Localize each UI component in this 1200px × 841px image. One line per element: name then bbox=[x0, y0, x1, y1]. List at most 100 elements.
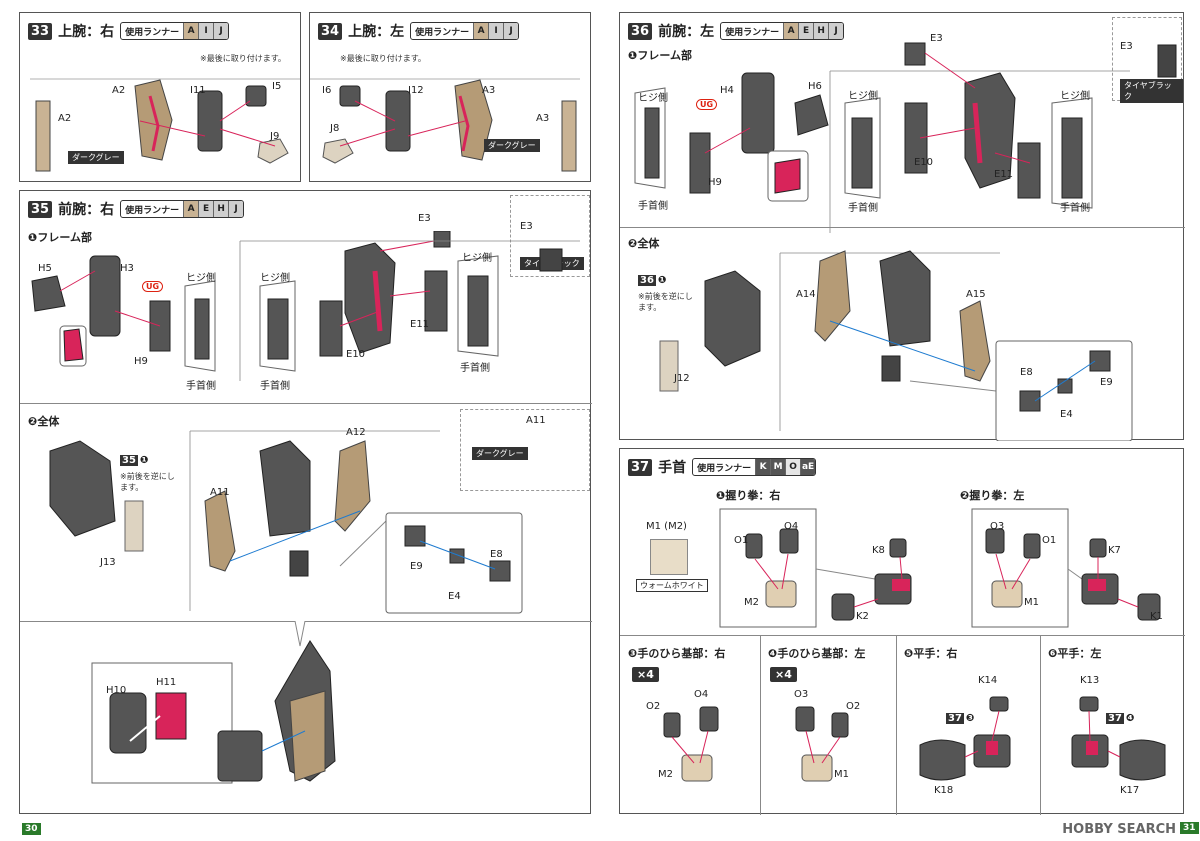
part-o3: O3 bbox=[794, 689, 809, 700]
label-elbow-side: ヒジ側 bbox=[186, 273, 216, 284]
label-elbow-side: ヒジ側 bbox=[638, 93, 668, 104]
part-e3: E3 bbox=[418, 213, 431, 224]
part-e4: E4 bbox=[448, 591, 461, 602]
step-34-illustration bbox=[310, 78, 580, 172]
part-e4: E4 bbox=[1060, 409, 1073, 420]
part-o1: O1 bbox=[734, 535, 749, 546]
assembly-note: ※最後に取り付けます。 bbox=[200, 54, 286, 63]
part-k18: K18 bbox=[934, 785, 954, 796]
label-wrist-side: 手首側 bbox=[638, 201, 668, 212]
part-o1-left: O1 bbox=[1042, 535, 1057, 546]
divider bbox=[620, 635, 1185, 636]
m-part-swatch bbox=[650, 539, 688, 575]
part-h10: H10 bbox=[106, 685, 127, 696]
part-a12: A12 bbox=[346, 427, 366, 438]
step-36-whole-illustration bbox=[659, 250, 1133, 441]
label-elbow-side: ヒジ側 bbox=[260, 273, 290, 284]
part-e10: E10 bbox=[346, 349, 366, 360]
part-m1: M1 bbox=[1024, 597, 1039, 608]
part-a14: A14 bbox=[796, 289, 816, 300]
watermark-logo: HOBBY SEARCH bbox=[1062, 822, 1176, 837]
part-o2: O2 bbox=[846, 701, 861, 712]
part-e9: E9 bbox=[1100, 377, 1113, 388]
label-wrist-side: 手首側 bbox=[186, 381, 216, 392]
page-number-left: 30 bbox=[22, 823, 41, 835]
part-a15: A15 bbox=[966, 289, 986, 300]
divider bbox=[760, 635, 761, 815]
part-e3: E3 bbox=[930, 33, 943, 44]
part-m2: M2 bbox=[658, 769, 673, 780]
label-wrist-side: 手首側 bbox=[1060, 203, 1090, 214]
ug-badge: UG bbox=[142, 281, 164, 292]
label-elbow-side: ヒジ側 bbox=[1060, 91, 1090, 102]
part-h6: H6 bbox=[808, 81, 822, 92]
part-a2: A2 bbox=[112, 85, 126, 96]
color-tag-dark-gray: ダークグレー bbox=[484, 139, 540, 152]
part-a11-ref: A11 bbox=[526, 415, 546, 426]
step-37-header: 37 手首 使用ランナー K M O aE bbox=[628, 457, 817, 477]
part-e8: E8 bbox=[1020, 367, 1033, 378]
step-35-panel: 35 前腕：右 使用ランナー A E H J ❶フレーム部 E3 タイヤブラック bbox=[19, 190, 592, 835]
step-title: 上腕：右 bbox=[58, 24, 115, 40]
color-tag-tire-black: タイヤブラック bbox=[1120, 79, 1183, 103]
step-title: 手首 bbox=[658, 460, 687, 476]
color-ref-box bbox=[510, 195, 590, 277]
color-tag-dark-gray: ダークグレー bbox=[472, 447, 528, 460]
part-k2: K2 bbox=[856, 611, 869, 622]
step-36-frame-illustration bbox=[634, 42, 1177, 233]
part-k1: K1 bbox=[1150, 611, 1163, 622]
part-h11: H11 bbox=[156, 677, 177, 688]
step-title: 前腕：左 bbox=[658, 24, 715, 40]
part-i12: I12 bbox=[408, 85, 424, 96]
step-title: 上腕：左 bbox=[348, 24, 405, 40]
step-37-panel: 37 手首 使用ランナー K M O aE M1 (M2) ウォームホワイト ❶… bbox=[619, 448, 1185, 815]
subsection-frame: ❶フレーム部 bbox=[628, 49, 692, 62]
step-35-final-illustration bbox=[91, 621, 336, 784]
step-33-panel: 33 上腕：右 使用ランナー A I J ※最後に取り付けます。 A2 I11 … bbox=[19, 12, 301, 182]
part-m1-m2: M1 (M2) bbox=[646, 521, 687, 532]
assembly-note: ※最後に取り付けます。 bbox=[340, 54, 426, 63]
label-wrist-side: 手首側 bbox=[848, 203, 878, 214]
part-k13: K13 bbox=[1080, 675, 1100, 686]
runner-indicator: 使用ランナー A E H J bbox=[120, 200, 245, 218]
subsection-fist-left: ❷握り拳：左 bbox=[960, 489, 1025, 502]
label-elbow-side: ヒジ側 bbox=[462, 253, 492, 264]
quantity-x4: ×4 bbox=[632, 667, 659, 682]
label-elbow-side: ヒジ側 bbox=[848, 91, 878, 102]
step-number: 35 bbox=[28, 200, 53, 218]
page-number-right: 31 bbox=[1180, 822, 1199, 834]
part-k17: K17 bbox=[1120, 785, 1140, 796]
step-number: 34 bbox=[318, 22, 343, 40]
divider bbox=[20, 621, 592, 622]
part-o2: O2 bbox=[646, 701, 661, 712]
step-35-header: 35 前腕：右 使用ランナー A E H J bbox=[28, 199, 245, 219]
part-h3: H3 bbox=[120, 263, 134, 274]
part-a3: A3 bbox=[482, 85, 496, 96]
part-i11: I11 bbox=[190, 85, 206, 96]
step-34-panel: 34 上腕：左 使用ランナー A I J ※最後に取り付けます。 I6 I12 … bbox=[309, 12, 591, 182]
part-o3: O3 bbox=[990, 521, 1005, 532]
runner-indicator: 使用ランナー A I J bbox=[410, 22, 520, 40]
part-m1: M1 bbox=[834, 769, 849, 780]
reverse-note: ※前後を逆にします。 bbox=[638, 292, 693, 312]
step-35-frame-illustration bbox=[31, 231, 580, 381]
step-35-whole-illustration bbox=[49, 430, 523, 614]
divider bbox=[1040, 635, 1041, 815]
step-37-fist-illustration bbox=[719, 508, 1161, 628]
part-h4: H4 bbox=[720, 85, 734, 96]
part-j13: J13 bbox=[100, 557, 116, 568]
subsection-fist-right: ❶握り拳：右 bbox=[716, 489, 781, 502]
part-e8: E8 bbox=[490, 549, 503, 560]
part-j12: J12 bbox=[674, 373, 690, 384]
divider bbox=[620, 227, 1185, 228]
runner-indicator: 使用ランナー K M O aE bbox=[692, 458, 817, 476]
subsection-flat-left: ❻平手：左 bbox=[1048, 647, 1102, 660]
part-h5: H5 bbox=[38, 263, 52, 274]
part-e11: E11 bbox=[994, 169, 1014, 180]
part-o4: O4 bbox=[694, 689, 709, 700]
step-36-panel: 36 前腕：左 使用ランナー A E H J ❶フレーム部 E3 タイヤブラック bbox=[619, 12, 1185, 441]
step-36-header: 36 前腕：左 使用ランナー A E H J bbox=[628, 21, 845, 41]
